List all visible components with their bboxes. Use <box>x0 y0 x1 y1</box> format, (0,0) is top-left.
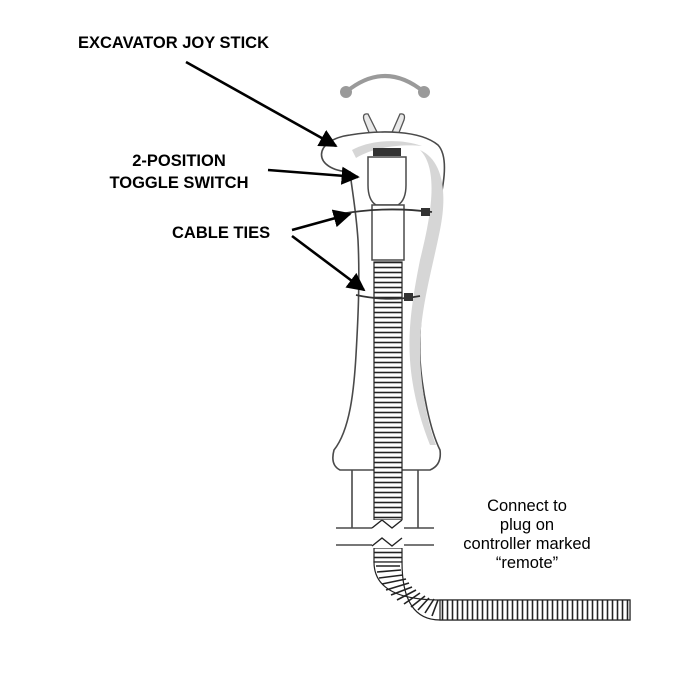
arrow-joystick <box>185 60 338 148</box>
corrugated-cable <box>373 261 631 621</box>
label-toggle-line2: TOGGLE SWITCH <box>109 174 248 192</box>
leader-arrows <box>185 60 366 292</box>
label-toggle-line1: 2-POSITION <box>132 152 226 170</box>
arrow-tie-upper <box>291 209 352 232</box>
cable-break-mark <box>371 519 404 548</box>
arrow-tie-lower <box>291 234 366 292</box>
toggle-switch-body <box>367 148 407 261</box>
label-connect-line3: controller marked <box>463 535 590 553</box>
label-cable-ties: CABLE TIES <box>172 224 270 242</box>
cable-tie-lower <box>355 293 421 301</box>
arrow-toggle <box>267 166 360 185</box>
toggle-swing-arc <box>340 74 430 98</box>
label-excavator-joystick: EXCAVATOR JOY STICK <box>78 34 269 52</box>
label-connect-line4: “remote” <box>496 554 558 572</box>
label-connect-line1: Connect to <box>487 497 567 515</box>
label-connect-line2: plug on <box>500 516 554 534</box>
